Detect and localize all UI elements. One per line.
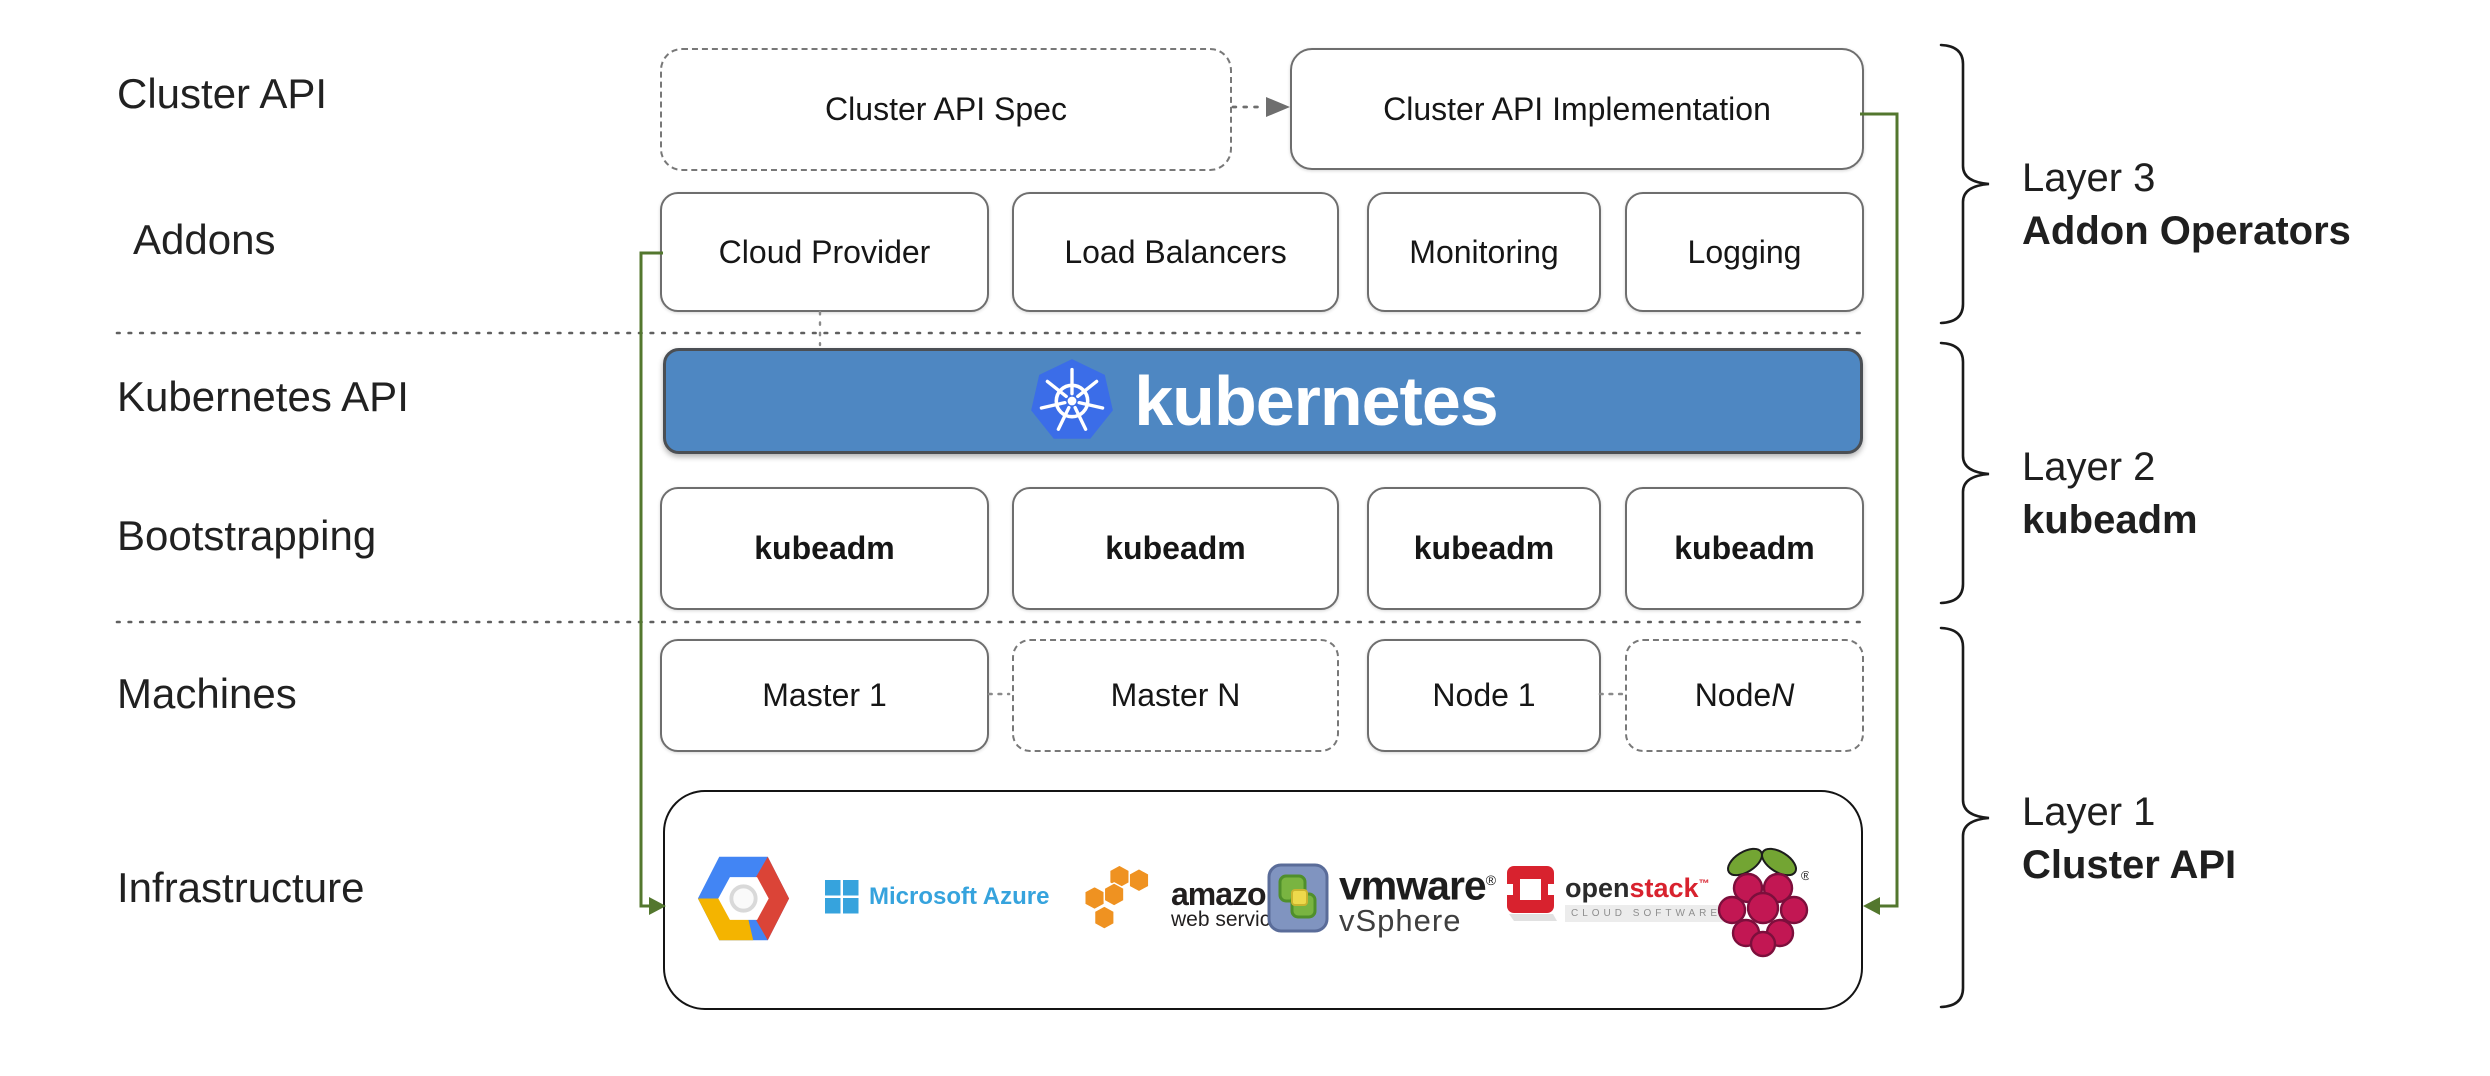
layer-2-label: Layer 2 kubeadm (2022, 441, 2198, 547)
layer-2-subtitle: kubeadm (2022, 498, 2198, 542)
spec-to-implementation-arrowhead (1266, 97, 1290, 117)
vmware-vsphere-icon (1267, 863, 1329, 933)
row-label-machines: Machines (117, 670, 297, 717)
machine-box-master-n: Master N (1012, 639, 1339, 752)
green-connector-right (1860, 112, 1899, 908)
layer-1-subtitle: Cluster API (2022, 843, 2237, 887)
aws-cubes-icon (1084, 864, 1150, 930)
google-cloud-hexagon-icon (697, 856, 790, 941)
row-label-cluster-api: Cluster API (117, 70, 328, 117)
layer-3-subtitle: Addon Operators (2022, 209, 2351, 253)
openstack-wordmark: openstack™ CLOUD SOFTWARE (1565, 870, 1728, 922)
machine-label: Node (1694, 677, 1772, 713)
layer-1-label: Layer 1 Cluster API (2022, 786, 2236, 892)
machine-box-node-1: Node 1 (1367, 639, 1601, 752)
kubeadm-box-2: kubeadm (1012, 487, 1339, 610)
row-label-bootstrapping: Bootstrapping (117, 512, 377, 559)
raspberry-pi-logo: ® (1717, 842, 1809, 962)
cluster-api-spec-box: Cluster API Spec (660, 48, 1232, 171)
layer-3-label: Layer 3 Addon Operators (2022, 152, 2351, 258)
addon-box-logging: Logging (1625, 192, 1864, 312)
aws-wordmark-webservices: web services (1171, 907, 1293, 931)
openstack-logo: openstack™ CLOUD SOFTWARE (1505, 864, 1728, 924)
aws-logo: amazon web services (1083, 860, 1292, 936)
microsoft-azure-logo: Microsoft Azure (825, 880, 1049, 914)
vmware-wordmark-text: vmware (1339, 862, 1487, 909)
azure-wordmark: Microsoft Azure (869, 883, 1050, 910)
kubernetes-logo-icon (1031, 359, 1114, 439)
kubeadm-box-1: kubeadm (660, 487, 989, 610)
machine-label: Node 1 (1432, 677, 1536, 713)
microsoft-window-icon (825, 880, 859, 914)
cluster-api-implementation-box: Cluster API Implementation (1290, 48, 1864, 170)
green-connector-right-arrowhead (1863, 897, 1880, 915)
raspberry-pi-icon: ® (1717, 847, 1809, 958)
vsphere-wordmark: vSphere (1339, 902, 1462, 938)
machine-label: Master 1 (762, 677, 887, 713)
infrastructure-box: Microsoft Azure amazon web services (663, 790, 1863, 1010)
machine-label: Master N (1110, 677, 1241, 713)
addon-box-load-balancers: Load Balancers (1012, 192, 1339, 312)
vmware-wordmark: vmware® vSphere (1339, 862, 1496, 938)
machine-box-master-1: Master 1 (660, 639, 989, 752)
layer-2-title: Layer 2 (2022, 445, 2156, 489)
google-cloud-logo (695, 850, 792, 947)
brace-layer-3 (1939, 43, 1990, 325)
row-label-kubernetes-api: Kubernetes API (117, 373, 409, 420)
vmware-registered-mark: ® (1485, 872, 1496, 888)
openstack-wordmark-open: open (1565, 873, 1630, 903)
kubeadm-box-4: kubeadm (1625, 487, 1864, 610)
kubernetes-bar: kubernetes (663, 348, 1863, 454)
brace-layer-2 (1939, 341, 1990, 605)
layer-3-title: Layer 3 (2022, 156, 2156, 200)
layer-1-title: Layer 1 (2022, 790, 2156, 834)
brace-layer-1 (1939, 626, 1990, 1009)
openstack-icon (1505, 866, 1557, 921)
openstack-subtitle: CLOUD SOFTWARE (1565, 905, 1728, 922)
openstack-wordmark-stack: stack (1629, 873, 1699, 903)
addon-box-monitoring: Monitoring (1367, 192, 1601, 312)
aws-wordmark-amazon: amazon (1171, 875, 1285, 912)
addon-box-cloud-provider: Cloud Provider (660, 192, 989, 312)
raspberry-pi-registered-mark: ® (1801, 868, 1809, 883)
aws-wordmark: amazon web services (1171, 875, 1293, 931)
machine-box-node-n: Node N (1625, 639, 1864, 752)
kubernetes-wordmark: kubernetes (1134, 362, 1498, 440)
machine-label-n: N (1771, 677, 1795, 713)
kubeadm-box-3: kubeadm (1367, 487, 1601, 610)
row-label-infrastructure: Infrastructure (117, 864, 365, 911)
vmware-vsphere-logo: vmware® vSphere (1267, 860, 1496, 938)
row-label-addons: Addons (133, 216, 276, 263)
openstack-trademark: ™ (1698, 878, 1710, 890)
